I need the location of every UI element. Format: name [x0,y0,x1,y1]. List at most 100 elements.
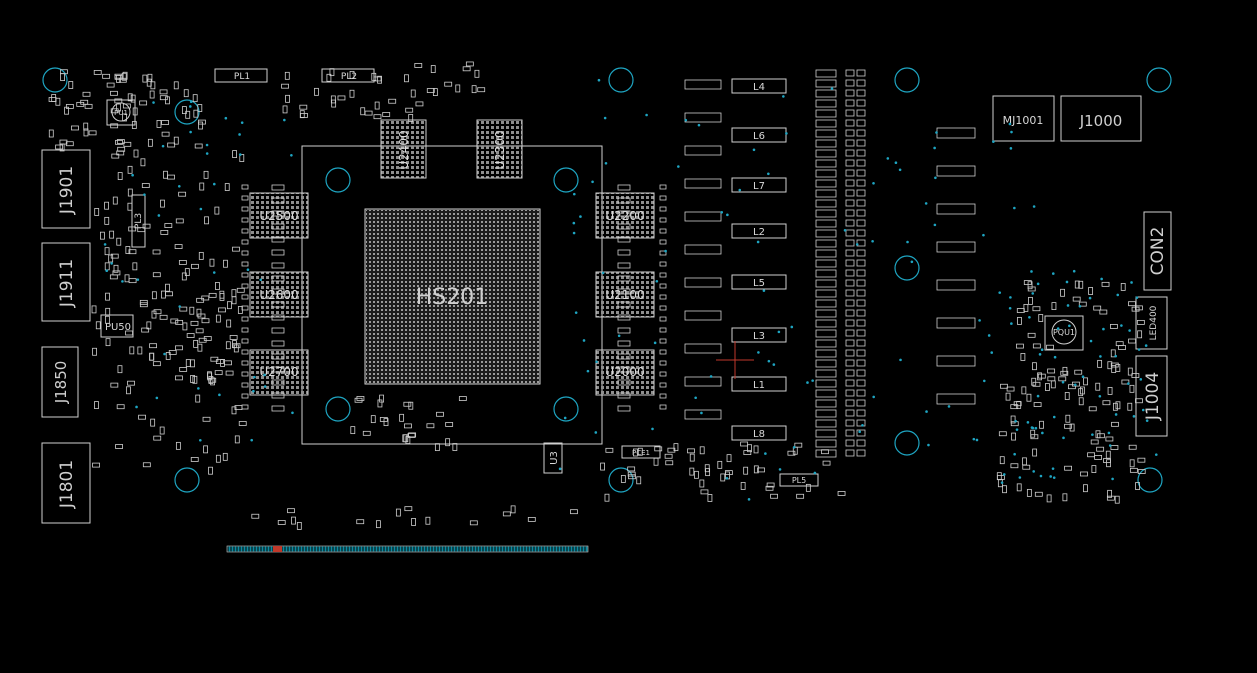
smd-part [105,292,110,301]
via [872,181,875,185]
smd-part [765,485,774,491]
smd-part [815,129,837,138]
via [785,132,788,135]
mounting-hole [894,67,920,93]
smd-part [659,283,667,289]
via [1114,413,1118,416]
via [725,476,729,480]
pce1-part [621,445,661,459]
via [1128,329,1131,332]
l8-label: L8 [753,429,765,440]
con2-label: CON2 [1148,227,1168,276]
smd-part [659,382,667,388]
smd-part [287,508,295,514]
smd-part [271,184,285,191]
via [934,176,937,180]
smd-part [1091,465,1097,473]
smd-part [659,184,667,190]
via [899,358,902,362]
smd-part [633,448,638,457]
smd-part [856,99,866,107]
via [1013,206,1016,210]
via [161,144,165,148]
smd-part [815,119,837,128]
smd-part [141,327,150,333]
smd-part [229,335,238,340]
smd-part [936,355,976,367]
smd-part [271,314,285,321]
smd-part [1032,362,1037,371]
smd-part [116,150,125,156]
smd-part [845,199,855,207]
smd-part [1021,386,1027,395]
smd-part [684,145,722,156]
smd-part [845,169,855,177]
smd-part [208,466,213,475]
smd-part [271,340,285,347]
smd-part [354,397,363,403]
mounting-hole [325,167,351,193]
smd-part [408,432,417,438]
smd-part [856,429,866,437]
smd-part [636,476,642,485]
smd-part [845,69,855,77]
smd-part [474,69,480,78]
via [1036,282,1040,286]
smd-part [936,165,976,177]
smd-part [271,301,285,308]
smd-part [94,208,100,216]
smd-part [241,228,249,234]
via [1098,394,1102,398]
smd-part [241,294,249,300]
via [1062,436,1065,440]
via [726,213,729,217]
via [572,221,576,225]
smd-part [856,139,866,147]
pl2-label: PL2 [341,72,357,82]
via [1065,280,1069,284]
smd-part [815,339,837,348]
smd-part [165,283,170,292]
smd-part [271,223,285,230]
smd-part [271,379,285,386]
smd-part [747,444,752,453]
left-connectors: J1901 J1911 J1850 J1801 [41,149,91,524]
smd-part [251,513,260,519]
smd-part [815,199,837,208]
smd-part [462,66,471,72]
inductor-l6 [731,127,787,143]
smd-part [198,251,204,260]
l6-label: L6 [753,131,765,142]
via [1032,470,1036,473]
smd-part [815,429,837,438]
via [163,352,166,356]
via [1066,304,1070,307]
mounting-hole [553,167,579,193]
smd-part [241,195,249,201]
smd-part [689,467,695,476]
smd-part [845,89,855,97]
smd-part [664,453,673,459]
smd-part [161,290,166,299]
smd-part [92,462,100,468]
smd-part [197,104,203,112]
smd-part [314,87,319,96]
smd-part [426,88,435,93]
smd-part [815,109,837,118]
via [778,468,782,471]
smd-part [753,465,759,474]
smd-part [91,305,97,314]
smd-part [111,153,120,159]
heatsink-hs201: HS201 [301,145,603,445]
smd-part [815,69,837,78]
smd-part [845,149,855,157]
via [767,172,770,176]
memory-chip-u2500 [249,192,309,239]
via [694,396,697,400]
smd-part [373,114,382,120]
smd-part [173,136,179,145]
u3-label: U3 [549,451,560,465]
smd-part [1011,432,1016,441]
smd-part [234,435,240,444]
via [238,153,242,156]
